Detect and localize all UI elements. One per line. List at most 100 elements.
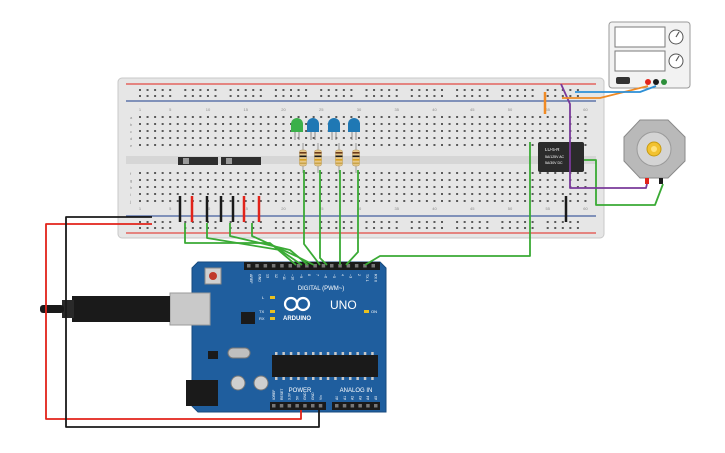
- digital-pin-label: ~10: [291, 274, 295, 280]
- column-number: 35: [394, 107, 399, 112]
- column-number: 30: [357, 206, 362, 211]
- led-on-label: ON: [371, 309, 377, 314]
- row-letter: h: [130, 185, 132, 190]
- power-pin-label: IOREF: [272, 390, 276, 400]
- column-number: 20: [281, 107, 286, 112]
- digital-pin-label: ~9: [299, 274, 303, 278]
- column-number: 60: [583, 107, 588, 112]
- resistor-1[interactable]: [299, 143, 307, 173]
- column-number: 55: [545, 206, 550, 211]
- power-pin-label: 5V: [295, 395, 299, 400]
- analog-header-label: ANALOG IN: [340, 388, 373, 394]
- column-number: 55: [545, 107, 550, 112]
- led-rx-label: RX: [259, 316, 265, 321]
- usb-cable[interactable]: [40, 296, 170, 322]
- analog-pin-header[interactable]: [332, 402, 380, 410]
- power-pin-label: RESET: [280, 389, 284, 400]
- digital-header-label: DIGITAL (PWM~): [298, 286, 345, 292]
- breadboard-jumpers[interactable]: [178, 92, 568, 222]
- analog-pin-label: A0: [335, 396, 339, 400]
- power-header-label: POWER: [289, 388, 312, 394]
- analog-pin-label: A4: [366, 396, 370, 400]
- digital-pin-label: 2: [357, 274, 361, 276]
- resistor-2[interactable]: [314, 143, 322, 173]
- column-number: 50: [508, 107, 513, 112]
- column-number: 30: [357, 107, 362, 112]
- relay-label-3: 5A/30V DC: [545, 161, 563, 165]
- digital-pin-label: ~6: [324, 274, 328, 278]
- power-supply-display-top: [614, 26, 666, 48]
- row-letter: i: [130, 192, 131, 197]
- power-supply-display-bottom: [614, 50, 666, 72]
- led-1[interactable]: [291, 118, 303, 140]
- digital-pin-label: ~11: [282, 274, 286, 280]
- digital-pin-label: ~3: [349, 274, 353, 278]
- column-number: 1: [139, 206, 142, 211]
- column-number: 40: [432, 206, 437, 211]
- column-number: 45: [470, 107, 475, 112]
- leds[interactable]: [291, 118, 360, 140]
- power-pin-label: Vin: [319, 395, 323, 400]
- digital-pin-label: RX 0: [374, 274, 378, 282]
- ground-terminal[interactable]: [661, 79, 667, 85]
- digital-header[interactable]: [244, 262, 380, 270]
- power-switch[interactable]: [616, 77, 630, 84]
- digital-pin-label: TX 1: [365, 274, 369, 282]
- power-pin-label: 3.3V: [288, 392, 292, 400]
- slide-switches[interactable]: [178, 157, 261, 165]
- column-number: 15: [243, 107, 248, 112]
- led-4[interactable]: [348, 118, 360, 140]
- row-letter: c: [130, 129, 132, 134]
- positive-terminal[interactable]: [645, 79, 651, 85]
- column-number: 60: [583, 206, 588, 211]
- brand-label: ARDUINO: [283, 316, 311, 322]
- digital-pin-label: GND: [257, 274, 261, 282]
- led-tx-label: TX: [259, 309, 264, 314]
- relay-label-2: 5A/125V AC: [545, 155, 565, 159]
- digital-pin-label: 7: [315, 274, 319, 276]
- negative-terminal[interactable]: [653, 79, 659, 85]
- led-3[interactable]: [328, 118, 340, 140]
- dc-motor[interactable]: [623, 119, 686, 184]
- row-letter: a: [130, 115, 133, 120]
- led-2[interactable]: [307, 118, 319, 140]
- column-number: 35: [394, 206, 399, 211]
- arduino-infinity-logo-icon: [283, 296, 311, 312]
- digital-pin-label: ~5: [332, 274, 336, 278]
- slide-switch-2[interactable]: [221, 157, 261, 165]
- digital-pin-label: 12: [274, 274, 278, 278]
- row-letter: f: [130, 171, 132, 176]
- digital-pin-label: 4: [340, 274, 344, 276]
- power-pin-label: GND: [311, 392, 315, 400]
- wires[interactable]: [45, 83, 664, 428]
- column-number: 25: [319, 206, 324, 211]
- column-number: 10: [206, 107, 211, 112]
- resistor-4[interactable]: [352, 143, 360, 173]
- column-number: 15: [243, 206, 248, 211]
- resistors[interactable]: [299, 143, 360, 173]
- slide-switch-1[interactable]: [178, 157, 218, 165]
- resistor-3[interactable]: [335, 143, 343, 173]
- dc-power-jack[interactable]: [186, 380, 218, 406]
- relay-label-1: LU-5-R: [545, 147, 560, 152]
- row-letter: j: [129, 199, 131, 204]
- power-supply[interactable]: [608, 21, 691, 89]
- column-number: 5: [169, 206, 172, 211]
- row-letter: b: [130, 122, 133, 127]
- column-number: 40: [432, 107, 437, 112]
- column-number: 50: [508, 206, 513, 211]
- row-letter: e: [130, 143, 133, 148]
- analog-pin-label: A2: [351, 396, 355, 400]
- atmega-chip: [272, 355, 378, 377]
- analog-pin-label: A1: [343, 396, 347, 400]
- column-number: 1: [139, 107, 142, 112]
- row-letter: g: [130, 178, 132, 183]
- analog-pin-label: A5: [374, 396, 378, 400]
- column-number: 25: [319, 107, 324, 112]
- usb-port[interactable]: [169, 292, 211, 326]
- relay[interactable]: LU-5-R 5A/125V AC 5A/30V DC: [538, 142, 584, 172]
- column-number: 10: [206, 206, 211, 211]
